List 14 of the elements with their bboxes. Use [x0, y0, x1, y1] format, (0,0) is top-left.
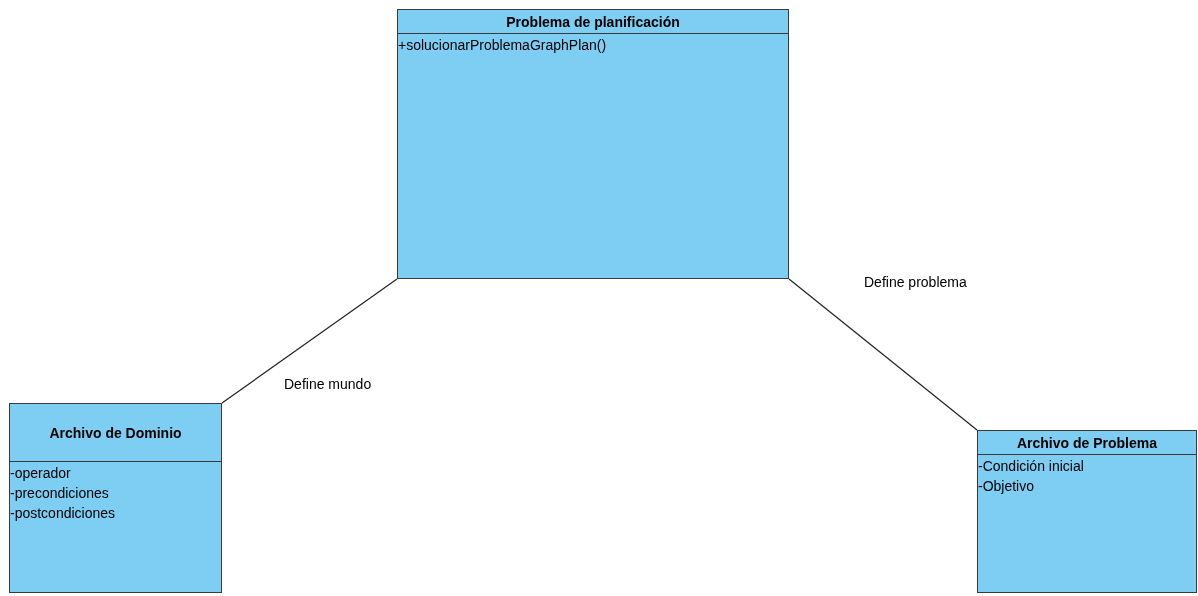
class-member: -operador	[10, 464, 72, 483]
class-member: -precondiciones	[10, 484, 110, 503]
class-box	[397, 9, 789, 279]
association-line	[221, 278, 398, 404]
class-member: -postcondiciones	[10, 504, 117, 523]
class-name: Archivo de Problema	[1016, 433, 1157, 453]
class-box	[977, 430, 1197, 593]
class-name: Problema de planificación	[506, 12, 680, 32]
association-line	[788, 278, 978, 431]
class-box	[9, 403, 222, 593]
class-member: -Condición inicial	[978, 457, 1085, 476]
class-member: -Objetivo	[978, 477, 1036, 496]
class-name: Archivo de Dominio	[49, 423, 182, 443]
class-member: +solucionarProblemaGraphPlan()	[398, 36, 608, 55]
